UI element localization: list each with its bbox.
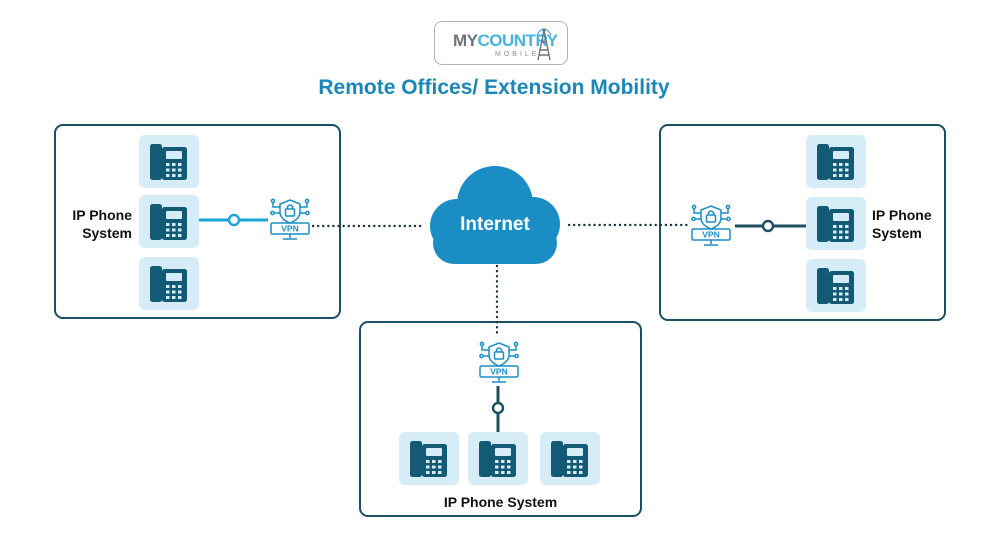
desk-phone-icon <box>150 204 187 240</box>
office-left-label: IP Phone System <box>60 206 132 242</box>
logo-word-main: MY <box>453 31 478 50</box>
office-left-label-line2: System <box>82 225 132 241</box>
ip-phone <box>399 432 459 485</box>
office-right-label-line2: System <box>872 225 922 241</box>
office-right-label: IP Phone System <box>872 206 944 242</box>
office-right-label-line1: IP Phone <box>872 207 932 223</box>
ip-phone <box>139 195 199 248</box>
desk-phone-icon <box>817 268 854 304</box>
desk-phone-icon <box>817 144 854 180</box>
logo-word-accent: COUNTRY <box>477 31 558 50</box>
desk-phone-icon <box>817 206 854 242</box>
logo-word: MYCOUNTRY <box>453 31 558 51</box>
vpn-icon: VPN <box>691 204 731 246</box>
office-left-label-line1: IP Phone <box>72 207 132 223</box>
vpn-icon: VPN <box>479 341 519 383</box>
desk-phone-icon <box>150 144 187 180</box>
desk-phone-icon <box>410 441 447 477</box>
brand-logo: MYCOUNTRY MOBILE <box>434 21 568 65</box>
ip-phone <box>540 432 600 485</box>
vpn-icon: VPN <box>270 198 310 240</box>
ip-phone <box>468 432 528 485</box>
lan-link-bottom <box>491 386 505 433</box>
logo-sub: MOBILE <box>495 51 540 58</box>
ip-phone <box>139 135 199 188</box>
vpn-label: VPN <box>281 224 298 234</box>
ip-phone <box>806 197 866 250</box>
vpn-label: VPN <box>702 230 719 240</box>
diagram-title: Remote Offices/ Extension Mobility <box>318 76 670 99</box>
internet-label: Internet <box>460 214 530 235</box>
vpn-label: VPN <box>490 367 507 377</box>
ip-phone <box>806 259 866 312</box>
ip-phone <box>139 257 199 310</box>
desk-phone-icon <box>150 266 187 302</box>
internet-cloud-icon <box>430 166 560 264</box>
desk-phone-icon <box>551 441 588 477</box>
desk-phone-icon <box>479 441 516 477</box>
tower-icon <box>536 28 552 61</box>
lan-link-left <box>199 213 268 227</box>
office-bottom-label: IP Phone System <box>443 494 558 510</box>
lan-link-right <box>735 219 806 233</box>
ip-phone <box>806 135 866 188</box>
